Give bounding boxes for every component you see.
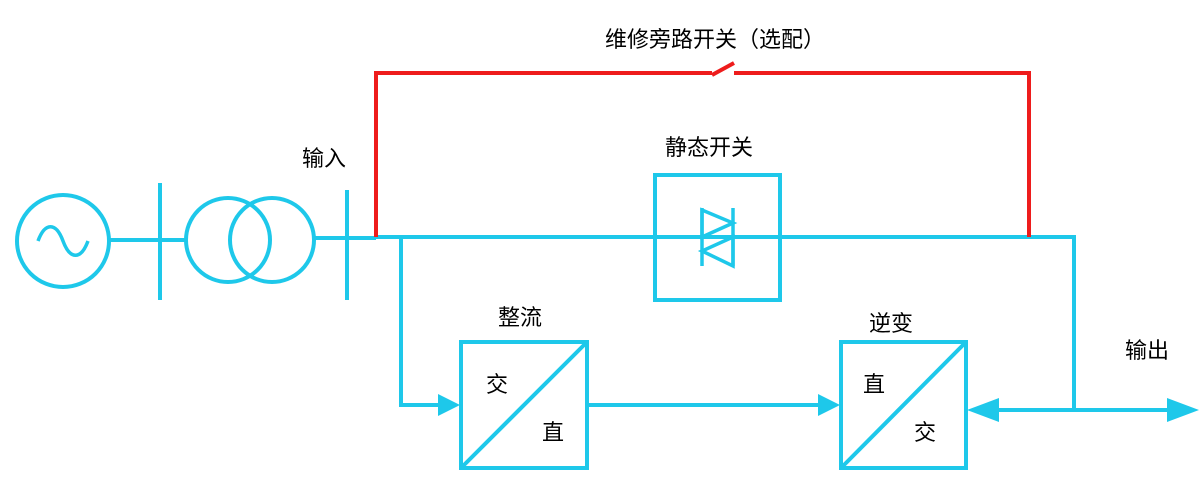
inverter-block [841, 342, 966, 468]
transformer-icon [186, 198, 314, 282]
inverter-ac-label: 交 [914, 421, 936, 446]
output-arrow [1167, 398, 1199, 422]
rectifier-dc-label: 直 [542, 421, 564, 446]
rectifier-input-arrow [438, 394, 460, 416]
inverter-label: 逆变 [869, 312, 913, 337]
input-label: 输入 [302, 147, 346, 172]
rectifier-feed-line [401, 237, 440, 405]
open-switch-icon [712, 63, 734, 75]
bypass-switch-label: 维修旁路开关（选配） [605, 28, 825, 53]
inverter-output-arrow [967, 398, 999, 422]
ac-source-icon [17, 195, 109, 287]
inverter-input-arrow [818, 394, 840, 416]
rectifier-block [461, 342, 587, 468]
inverter-dc-label: 直 [863, 373, 885, 398]
static-switch [655, 175, 780, 300]
static-switch-label: 静态开关 [665, 136, 753, 161]
rectifier-label: 整流 [498, 306, 542, 331]
rectifier-ac-label: 交 [486, 373, 508, 398]
output-label: 输出 [1125, 339, 1169, 364]
